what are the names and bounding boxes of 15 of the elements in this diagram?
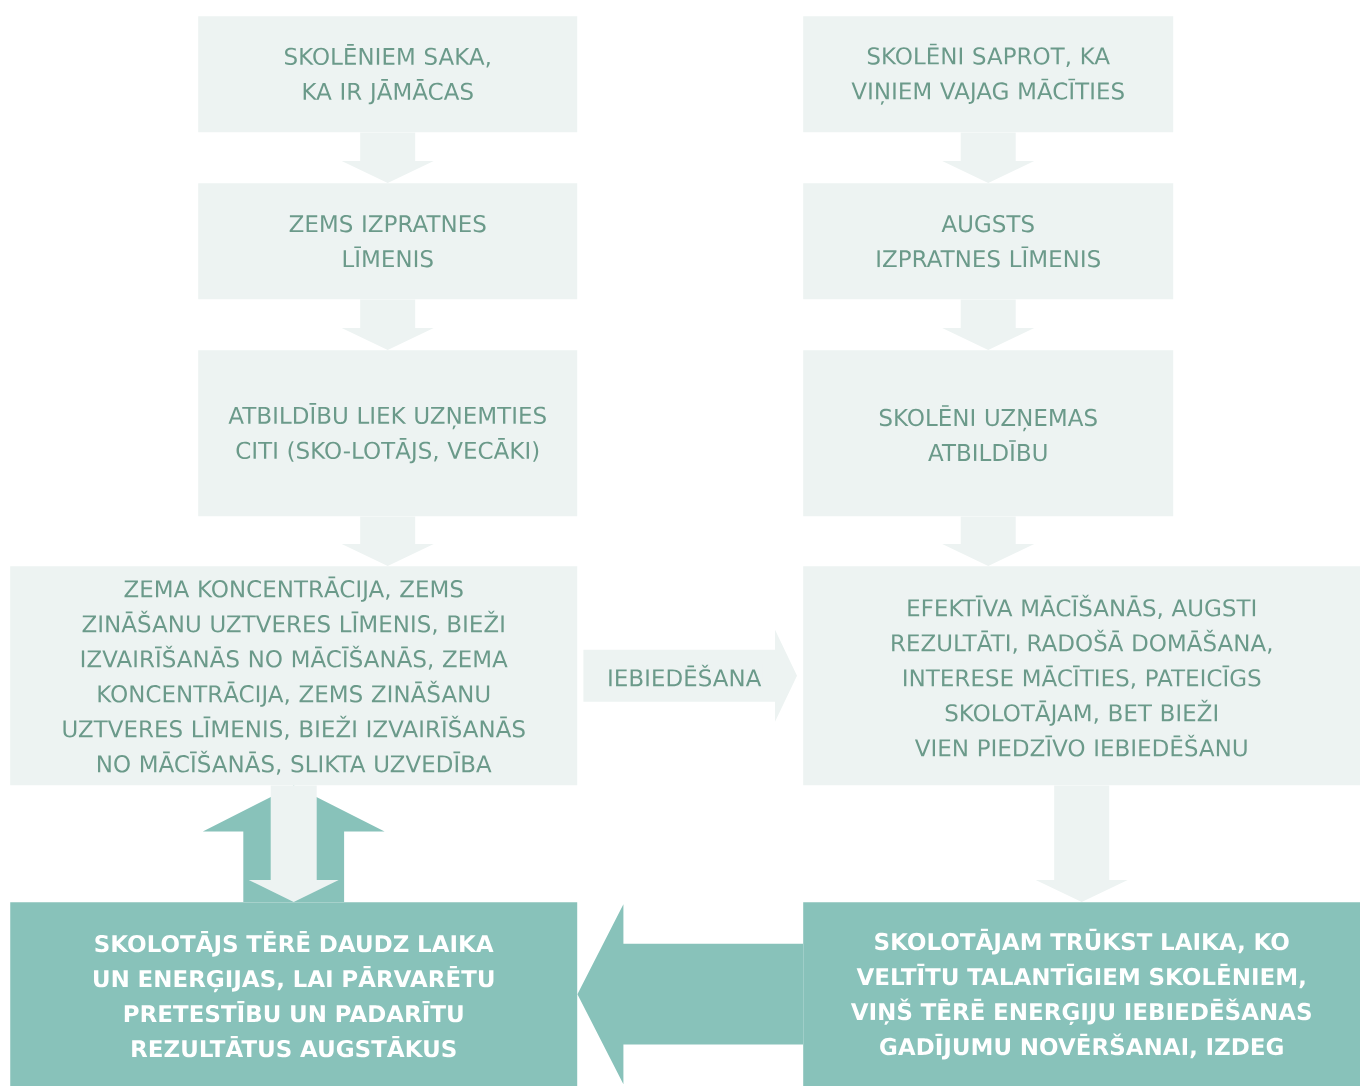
node-label: SKOLOTĀJAM TRŪKST LAIKA, KO VELTĪTU TALANTĪGIEM SKOLĒNIEM, VIŅŠ TĒRĒ ENERĢIJU IEBIEDĒŠANAS GADĪJUMU NOVĒRŠANAI, IZDEG [850, 928, 1311, 1060]
highlighted-box: SKOLOTĀJAM TRŪKST LAIKA, KO VELTĪTU TALANTĪGIEM SKOLĒNIEM, VIŅŠ TĒRĒ ENERĢIJU IEBIEDĒŠANAS GADĪJUMU NOVĒRŠANAI, IZDEG [803, 902, 1360, 1086]
block-arrow [248, 785, 339, 902]
edge-label: IEBIEDĒŠANA [606, 663, 763, 688]
process-box: SKOLĒNIEM SAKA, KA IR JĀMĀCAS [198, 16, 578, 133]
process-box: EFEKTĪVA MĀCĪŠANĀS, AUGSTI REZULTĀTI, RADOŠĀ DOMĀŠANA, INTERESE MĀCĪTIES, PATEICĪGS SKOLOTĀJAM, BET BIEŽI VIEN PIEDZĪVO IEBIEDĒŠANU [803, 566, 1360, 786]
process-box: ZEMS IZPRATNES LĪMENIS [198, 183, 578, 300]
process-box: AUGSTS IZPRATNES LĪMENIS [803, 183, 1174, 300]
process-box: SKOLĒNI UZŅEMAS ATBILDĪBU [803, 350, 1174, 517]
block-arrow [1035, 785, 1128, 902]
highlighted-box: SKOLOTĀJS TĒRĒ DAUDZ LAIKA UN ENERĢIJAS, LAI PĀRVARĒTU PRETESTĪBU UN PADARĪTU REZULTĀTUS AUGSTĀKUS [10, 902, 578, 1086]
block-arrow [577, 904, 803, 1085]
process-box: ZEMA KONCENTRĀCIJA, ZEMS ZINĀŠANU UZTVERES LĪMENIS, BIEŽI IZVAIRĪŠANĀS NO MĀCĪŠANĀS, ZEMA KONCENTRĀCIJA, ZEMS ZINĀŠANU UZTVERES LĪMENIS, BIEŽI IZVAIRĪŠANĀS NO MĀCĪŠANĀS, SLIKTA UZVEDĪBA [10, 566, 578, 786]
process-box: ATBILDĪBU LIEK UZŅEMTIES CITI (SKO-LOTĀJS, VECĀKI) [198, 350, 578, 517]
process-box: SKOLĒNI SAPROT, KA VIŅIEM VAJAG MĀCĪTIES [803, 16, 1174, 133]
